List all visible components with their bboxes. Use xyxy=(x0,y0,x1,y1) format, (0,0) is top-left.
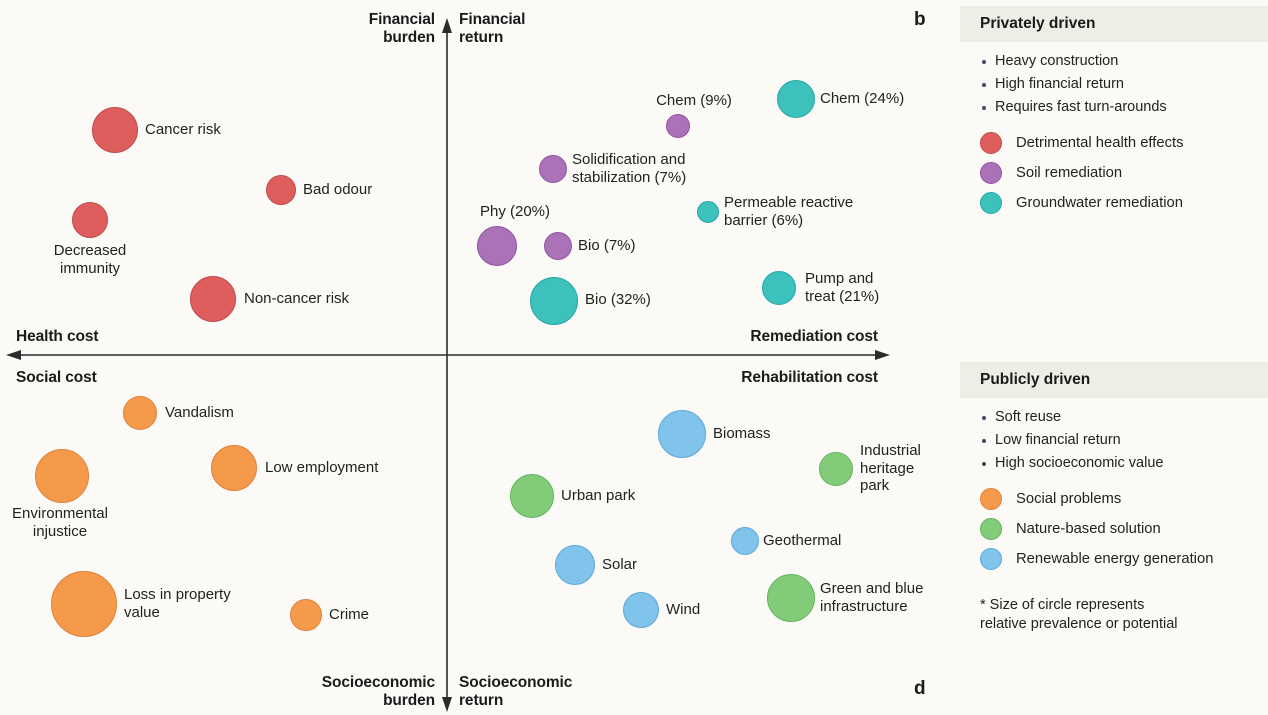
bubble-phy-20[interactable] xyxy=(477,226,517,266)
legend-swatch-label: Nature-based solution xyxy=(1016,521,1161,537)
legend-swatch-label: Detrimental health effects xyxy=(1016,135,1184,151)
panel-letter-b: b xyxy=(914,9,926,30)
bubble-label: Solidification and stabilization (7%) xyxy=(572,151,687,186)
legend-bullet-item: High socioeconomic value xyxy=(980,452,1268,475)
legend-color-swatch-blue xyxy=(980,548,1002,570)
legend-color-swatch-green xyxy=(980,518,1002,540)
bubble-crime[interactable] xyxy=(290,599,322,631)
axis-arrow-left-icon xyxy=(6,350,21,360)
bubble-chem-9[interactable] xyxy=(666,114,690,138)
legend-public-title: Publicly driven xyxy=(960,362,1268,398)
legend-swatch-row[interactable]: Detrimental health effects xyxy=(980,132,1268,154)
legend-swatch-label: Groundwater remediation xyxy=(1016,195,1183,211)
bubble-label: Cancer risk xyxy=(145,121,221,138)
legend-swatch-row[interactable]: Soil remediation xyxy=(980,162,1268,184)
bubble-label: Environmental injustice xyxy=(12,505,108,540)
legend-swatch-label: Soil remediation xyxy=(1016,165,1123,181)
bubble-label: Bio (7%) xyxy=(578,237,636,254)
bubble-label: Chem (24%) xyxy=(820,90,905,107)
quadrant-plot: Financial burden Financial return Socioe… xyxy=(6,9,926,712)
bubble-solidification-and-stabilization-7[interactable] xyxy=(539,155,567,183)
bubble-chem-24[interactable] xyxy=(777,80,815,118)
axis-arrow-up-icon xyxy=(442,18,452,33)
legend-swatch-row[interactable]: Social problems xyxy=(980,488,1268,510)
panel-letter-d: d xyxy=(914,678,926,699)
bubble-urban-park[interactable] xyxy=(510,474,554,518)
axis-label-socioeconomic-return: Socioeconomic return xyxy=(459,674,573,709)
legend-swatch-row[interactable]: Nature-based solution xyxy=(980,518,1268,540)
axis-arrow-right-icon xyxy=(875,350,890,360)
legend-swatch-label: Renewable energy generation xyxy=(1016,551,1214,567)
axis-label-health-cost: Health cost xyxy=(16,328,99,345)
legend-swatch-row[interactable]: Renewable energy generation xyxy=(980,548,1268,570)
bubble-non-cancer-risk[interactable] xyxy=(190,276,236,322)
bubble-label: Bad odour xyxy=(303,181,373,198)
bubble-label: Phy (20%) xyxy=(479,203,551,220)
legend-bullet-item: Requires fast turn-arounds xyxy=(980,96,1268,119)
bubble-cancer-risk[interactable] xyxy=(92,107,138,153)
bubble-label: Vandalism xyxy=(165,404,234,421)
legend-swatch-row[interactable]: Groundwater remediation xyxy=(980,192,1268,214)
bubble-label: Industrial heritage park xyxy=(860,442,921,494)
bubble-label: Urban park xyxy=(561,487,636,504)
bubble-industrial-heritage-park[interactable] xyxy=(819,452,853,486)
bubble-permeable-reactive-barrier-6[interactable] xyxy=(697,201,719,223)
axis-label-social-cost: Social cost xyxy=(16,369,97,386)
bubble-geothermal[interactable] xyxy=(731,527,759,555)
bubble-vandalism[interactable] xyxy=(123,396,157,430)
bubble-label: Permeable reactive barrier (6%) xyxy=(724,194,854,229)
bubble-decreased-immunity[interactable] xyxy=(72,202,108,238)
axis-label-socioeconomic-burden: Socioeconomic burden xyxy=(321,674,435,709)
bubble-low-employment[interactable] xyxy=(211,445,257,491)
bubble-label: Decreased immunity xyxy=(53,242,127,277)
bubble-biomass[interactable] xyxy=(658,410,706,458)
axis-label-financial-burden: Financial burden xyxy=(368,11,435,46)
bubble-bio-32[interactable] xyxy=(530,277,578,325)
bubble-label: Chem (9%) xyxy=(656,92,732,109)
bubble-solar[interactable] xyxy=(555,545,595,585)
axis-arrow-down-icon xyxy=(442,697,452,712)
legend-size-footnote: * Size of circle represents relative pre… xyxy=(980,597,1178,632)
bubble-label: Non-cancer risk xyxy=(244,290,350,307)
bubble-bio-7[interactable] xyxy=(544,232,572,260)
bubble-label: Solar xyxy=(602,556,638,573)
bubble-label: Low employment xyxy=(265,459,379,476)
axis-label-rehabilitation-cost: Rehabilitation cost xyxy=(741,369,878,386)
axis-label-financial-return: Financial return xyxy=(459,11,526,46)
legend-swatch-label: Social problems xyxy=(1016,491,1122,507)
legend-bullet-item: Soft reuse xyxy=(980,406,1268,429)
bubble-label: Bio (32%) xyxy=(585,291,651,308)
bubble-label: Pump and treat (21%) xyxy=(805,270,880,305)
legend-color-swatch-teal xyxy=(980,192,1002,214)
bubble-bad-odour[interactable] xyxy=(266,175,296,205)
legend-private-title: Privately driven xyxy=(960,6,1268,42)
bubble-wind[interactable] xyxy=(623,592,659,628)
legend-color-swatch-purple xyxy=(980,162,1002,184)
axis-label-remediation-cost: Remediation cost xyxy=(750,328,878,345)
bubble-pump-and-treat-21[interactable] xyxy=(762,271,796,305)
legend-color-swatch-red xyxy=(980,132,1002,154)
bubble-environmental-injustice[interactable] xyxy=(35,449,89,503)
bubble-label: Geothermal xyxy=(763,532,842,549)
bubble-label: Loss in property value xyxy=(124,586,231,621)
bubble-green-and-blue-infrastructure[interactable] xyxy=(767,574,815,622)
legend-bullet-item: Heavy construction xyxy=(980,50,1268,73)
legend-color-swatch-orange xyxy=(980,488,1002,510)
legend-bullet-item: Low financial return xyxy=(980,429,1268,452)
bubble-label: Green and blue infrastructure xyxy=(820,580,924,615)
bubble-label: Wind xyxy=(666,601,701,618)
bubble-loss-in-property-value[interactable] xyxy=(51,571,117,637)
bubble-label: Crime xyxy=(329,606,369,623)
legend-bullet-item: High financial return xyxy=(980,73,1268,96)
bubble-label: Biomass xyxy=(713,425,771,442)
